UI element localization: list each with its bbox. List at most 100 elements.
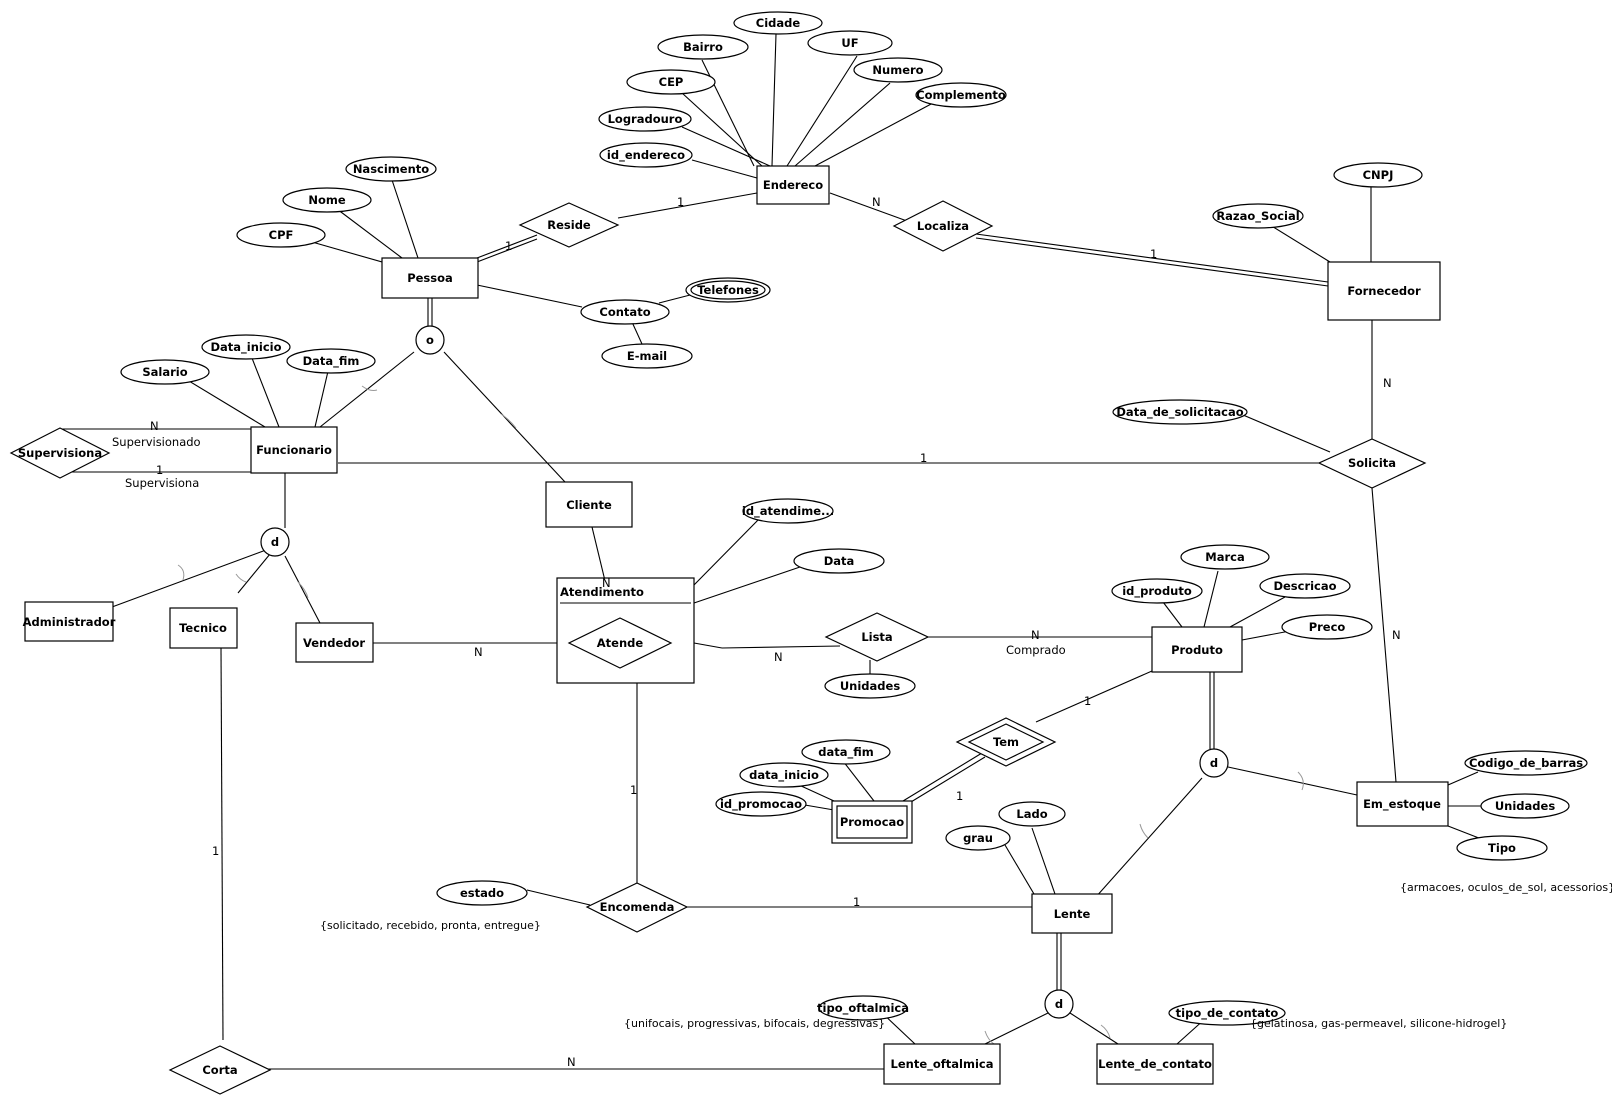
attr-data-de-solicitacao[interactable]: Data_de_solicitacao bbox=[1112, 399, 1248, 425]
attr-grau[interactable]: grau bbox=[945, 825, 1011, 851]
relationship-corta[interactable]: Corta bbox=[168, 1045, 272, 1095]
attr-data-fim-funcionario[interactable]: Data_fim bbox=[286, 348, 376, 374]
entity-administrador[interactable]: Administrador bbox=[23, 601, 116, 642]
attr-data-fim-promocao[interactable]: data_fim bbox=[801, 739, 891, 765]
attr-razao-social[interactable]: Razao_Social bbox=[1212, 203, 1304, 229]
entity-promocao[interactable]: Promocao bbox=[831, 800, 913, 844]
attr-cidade[interactable]: Cidade bbox=[733, 11, 823, 35]
attr-data-inicio-funcionario[interactable]: Data_inicio bbox=[201, 334, 291, 360]
attr-bairro[interactable]: Bairro bbox=[657, 34, 749, 60]
relationship-lista[interactable]: Lista bbox=[824, 612, 930, 662]
attr-numero[interactable]: Numero bbox=[853, 57, 943, 83]
attr-descricao[interactable]: Descricao bbox=[1259, 573, 1351, 599]
specialization-produto[interactable]: d bbox=[1199, 748, 1229, 778]
entity-cliente[interactable]: Cliente bbox=[545, 481, 633, 528]
attr-tipo-oftalmica[interactable]: tipo_oftalmica bbox=[817, 995, 909, 1021]
attr-data-atendimento[interactable]: Data bbox=[793, 548, 885, 574]
attr-tipo[interactable]: Tipo bbox=[1456, 835, 1548, 861]
entity-em-estoque-label: Em_estoque bbox=[1363, 797, 1441, 812]
attr-tipo-label: Tipo bbox=[1488, 841, 1516, 855]
attr-preco[interactable]: Preco bbox=[1281, 614, 1373, 640]
entity-endereco[interactable]: Endereco bbox=[756, 165, 830, 205]
attr-data-fim-promocao-label: data_fim bbox=[818, 745, 874, 760]
note-contato-values: {gelatinosa, gas-permeavel, silicone-hid… bbox=[1250, 1017, 1507, 1030]
relationship-lista-label: Lista bbox=[861, 630, 892, 644]
relationship-atende[interactable]: Atende bbox=[567, 617, 673, 669]
attr-nascimento[interactable]: Nascimento bbox=[345, 156, 437, 182]
attr-cnpj[interactable]: CNPJ bbox=[1333, 162, 1423, 188]
specialization-funcionario-label: d bbox=[271, 535, 279, 549]
specialization-funcionario[interactable]: d bbox=[260, 527, 290, 557]
card-solicita-fornecedor: N bbox=[1383, 376, 1392, 390]
attr-contato[interactable]: Contato bbox=[580, 299, 670, 325]
attr-id-endereco-label: id_endereco bbox=[607, 148, 685, 163]
entity-fornecedor[interactable]: Fornecedor bbox=[1327, 261, 1441, 321]
relationship-corta-label: Corta bbox=[202, 1063, 237, 1077]
attr-logradouro-label: Logradouro bbox=[608, 112, 683, 126]
attr-id-promocao[interactable]: id_promocao bbox=[715, 791, 807, 817]
attr-marca-label: Marca bbox=[1205, 550, 1244, 564]
attr-data-de-solicitacao-label: Data_de_solicitacao bbox=[1116, 405, 1243, 420]
attr-complemento[interactable]: Complemento bbox=[915, 82, 1007, 108]
relationship-solicita[interactable]: Solicita bbox=[1317, 438, 1427, 489]
attr-codigo-de-barras[interactable]: Codigo_de_barras bbox=[1464, 750, 1588, 776]
entity-funcionario-label: Funcionario bbox=[256, 443, 332, 457]
attr-unidades-estoque[interactable]: Unidades bbox=[1480, 793, 1570, 819]
relationship-localiza[interactable]: Localiza bbox=[892, 200, 994, 252]
entity-lente-label: Lente bbox=[1054, 907, 1091, 921]
relationship-tem[interactable]: Tem bbox=[955, 717, 1057, 767]
attr-logradouro[interactable]: Logradouro bbox=[598, 106, 692, 132]
attr-email[interactable]: E-mail bbox=[601, 343, 693, 369]
entity-lente-de-contato[interactable]: Lente_de_contato bbox=[1096, 1043, 1214, 1085]
relationship-encomenda[interactable]: Encomenda bbox=[585, 882, 689, 933]
attr-id-atendimento[interactable]: id_atendime... bbox=[742, 498, 834, 524]
entity-lente[interactable]: Lente bbox=[1031, 893, 1113, 934]
card-corta-lente: N bbox=[567, 1055, 576, 1069]
entity-funcionario[interactable]: Funcionario bbox=[250, 426, 338, 474]
relationship-tem-label: Tem bbox=[993, 735, 1019, 749]
relationship-reside[interactable]: Reside bbox=[518, 202, 620, 248]
cardinality-labels: 1 1 N 1 N 1 Supervisionado Supervisiona … bbox=[112, 195, 1401, 1069]
attr-telefones-multivalued[interactable]: Telefones bbox=[685, 277, 771, 303]
relationship-supervisiona[interactable]: Supervisiona bbox=[9, 427, 111, 479]
card-solicita-funcionario: 1 bbox=[920, 451, 927, 465]
attr-telefones-label: Telefones bbox=[697, 283, 759, 297]
attr-numero-label: Numero bbox=[872, 63, 923, 77]
attr-unidades-lista[interactable]: Unidades bbox=[824, 673, 916, 699]
attr-lado[interactable]: Lado bbox=[998, 801, 1066, 827]
attr-nome[interactable]: Nome bbox=[282, 187, 372, 213]
card-lista-atendimento: N bbox=[774, 650, 783, 664]
entity-produto[interactable]: Produto bbox=[1151, 626, 1243, 673]
card-corta-tecnico: 1 bbox=[212, 844, 219, 858]
specialization-produto-label: d bbox=[1210, 756, 1218, 770]
attr-id-produto[interactable]: id_produto bbox=[1111, 578, 1203, 604]
attr-razao-social-label: Razao_Social bbox=[1216, 209, 1299, 224]
attr-tipo-de-contato-label: tipo_de_contato bbox=[1176, 1006, 1279, 1021]
specialization-lente[interactable]: d bbox=[1044, 989, 1074, 1019]
entity-lente-oftalmica[interactable]: Lente_oftalmica bbox=[883, 1043, 1001, 1085]
entity-pessoa[interactable]: Pessoa bbox=[381, 257, 479, 299]
attr-data-fim-funcionario-label: Data_fim bbox=[303, 354, 360, 369]
entity-vendedor[interactable]: Vendedor bbox=[295, 622, 374, 663]
attr-cpf[interactable]: CPF bbox=[236, 222, 326, 248]
entity-em-estoque[interactable]: Em_estoque bbox=[1356, 781, 1449, 827]
card-solicita-estoque: N bbox=[1392, 628, 1401, 642]
card-encomenda-atendimento: 1 bbox=[630, 783, 637, 797]
attr-marca[interactable]: Marca bbox=[1180, 544, 1270, 570]
specialization-pessoa[interactable]: o bbox=[415, 325, 445, 355]
attr-uf[interactable]: UF bbox=[807, 30, 893, 56]
card-tem-produto: 1 bbox=[1084, 694, 1091, 708]
attr-id-endereco[interactable]: id_endereco bbox=[599, 142, 693, 168]
attr-uf-label: UF bbox=[841, 36, 858, 50]
entity-tecnico[interactable]: Tecnico bbox=[169, 607, 238, 649]
attr-estado[interactable]: estado bbox=[436, 880, 528, 906]
entity-endereco-label: Endereco bbox=[763, 178, 823, 192]
entity-produto-label: Produto bbox=[1171, 643, 1223, 657]
entity-atendimento-label: Atendimento bbox=[560, 585, 644, 599]
attr-tipo-de-contato[interactable]: tipo_de_contato bbox=[1168, 1000, 1286, 1026]
attr-salario[interactable]: Salario bbox=[120, 359, 210, 385]
attr-data-inicio-promocao[interactable]: data_inicio bbox=[739, 762, 829, 788]
card-atende-vendedor: N bbox=[474, 645, 483, 659]
attr-cep[interactable]: CEP bbox=[626, 69, 716, 95]
card-localiza-endereco: N bbox=[872, 195, 881, 209]
